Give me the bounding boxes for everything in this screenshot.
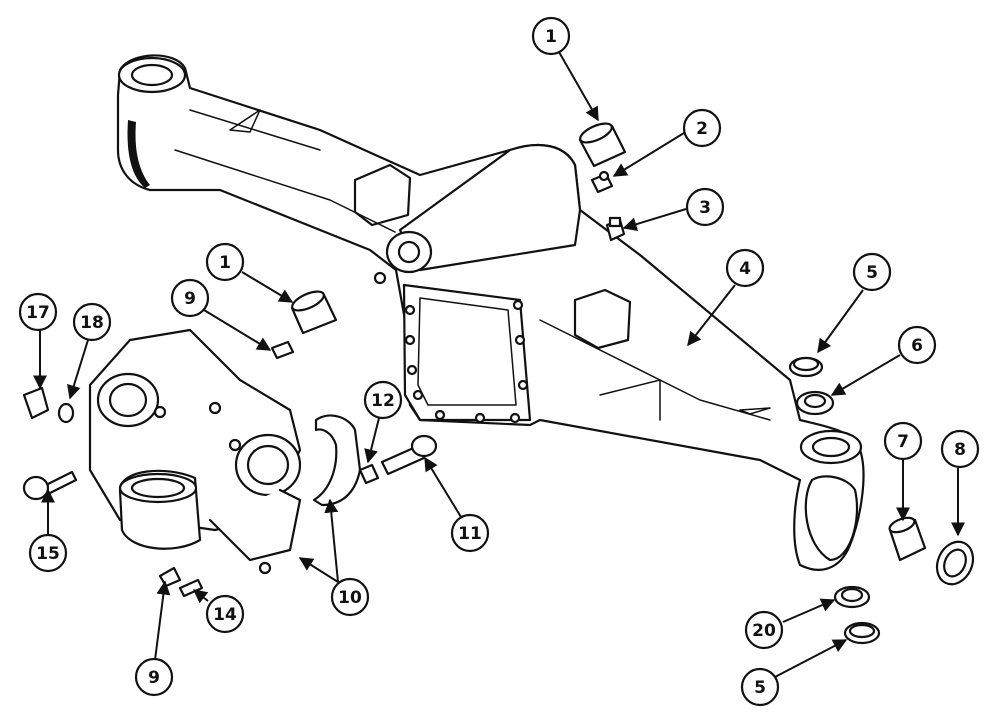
seal-ring-5b xyxy=(843,621,881,645)
callout-6: 6 xyxy=(897,325,937,365)
callout-14: 14 xyxy=(205,594,245,634)
callout-20-label: 20 xyxy=(752,621,776,641)
lock-bracket xyxy=(22,386,50,420)
cap-bolt xyxy=(380,434,438,476)
callout-12-label: 12 xyxy=(371,391,395,411)
callout-4-label: 4 xyxy=(739,259,751,279)
bushing-lower xyxy=(290,290,338,335)
bearing-20 xyxy=(833,585,871,609)
callout-11: 11 xyxy=(450,513,490,553)
bushing-7 xyxy=(888,516,927,562)
seal-ring-5a xyxy=(788,356,824,378)
callout-10: 10 xyxy=(330,577,370,617)
set-screw-upper xyxy=(270,340,295,360)
callout-1b-label: 1 xyxy=(219,253,231,273)
seal-8 xyxy=(935,540,975,586)
set-screw-lower xyxy=(158,566,182,588)
callout-5b-label: 5 xyxy=(754,678,766,698)
callout-17: 17 xyxy=(18,292,58,332)
callout-20: 20 xyxy=(744,610,784,650)
bushing-top xyxy=(578,122,627,168)
callout-8: 8 xyxy=(940,429,980,469)
socket-screw xyxy=(22,470,78,501)
callout-9a: 9 xyxy=(170,278,210,318)
callout-4: 4 xyxy=(725,248,765,288)
callout-9b-label: 9 xyxy=(148,668,160,688)
grease-nipple xyxy=(590,170,614,194)
callout-11-label: 11 xyxy=(458,524,482,544)
bearing-6 xyxy=(795,390,835,416)
bearing-cap xyxy=(312,414,362,507)
callout-1a: 1 xyxy=(531,16,571,56)
callout-9a-label: 9 xyxy=(184,289,196,309)
callout-7: 7 xyxy=(883,421,923,461)
callout-15: 15 xyxy=(28,533,68,573)
washer xyxy=(57,402,75,424)
callout-2-label: 2 xyxy=(696,119,708,139)
callout-3: 3 xyxy=(685,187,725,227)
callout-9b: 9 xyxy=(134,657,174,697)
callout-7-label: 7 xyxy=(897,432,909,452)
axle-housing xyxy=(116,54,865,571)
callout-10-label: 10 xyxy=(338,588,362,608)
callout-18: 18 xyxy=(72,302,112,342)
callout-5b: 5 xyxy=(740,667,780,707)
pivot-carrier xyxy=(88,328,302,575)
dowel-pin xyxy=(358,463,380,485)
callout-17-label: 17 xyxy=(26,303,50,323)
drain-plug xyxy=(605,216,626,242)
leader-lines xyxy=(33,51,965,679)
callout-14-label: 14 xyxy=(213,605,237,625)
callout-18-label: 18 xyxy=(80,313,104,333)
callout-1a-label: 1 xyxy=(545,27,557,47)
callout-3-label: 3 xyxy=(699,198,711,218)
callout-5a-label: 5 xyxy=(866,263,878,283)
callout-8-label: 8 xyxy=(954,440,966,460)
callout-6-label: 6 xyxy=(911,336,923,356)
callout-1b: 1 xyxy=(205,242,245,282)
callout-15-label: 15 xyxy=(36,544,60,564)
callout-12: 12 xyxy=(363,380,403,420)
roll-pin xyxy=(178,578,204,598)
callout-5a: 5 xyxy=(852,252,892,292)
callout-2: 2 xyxy=(682,108,722,148)
